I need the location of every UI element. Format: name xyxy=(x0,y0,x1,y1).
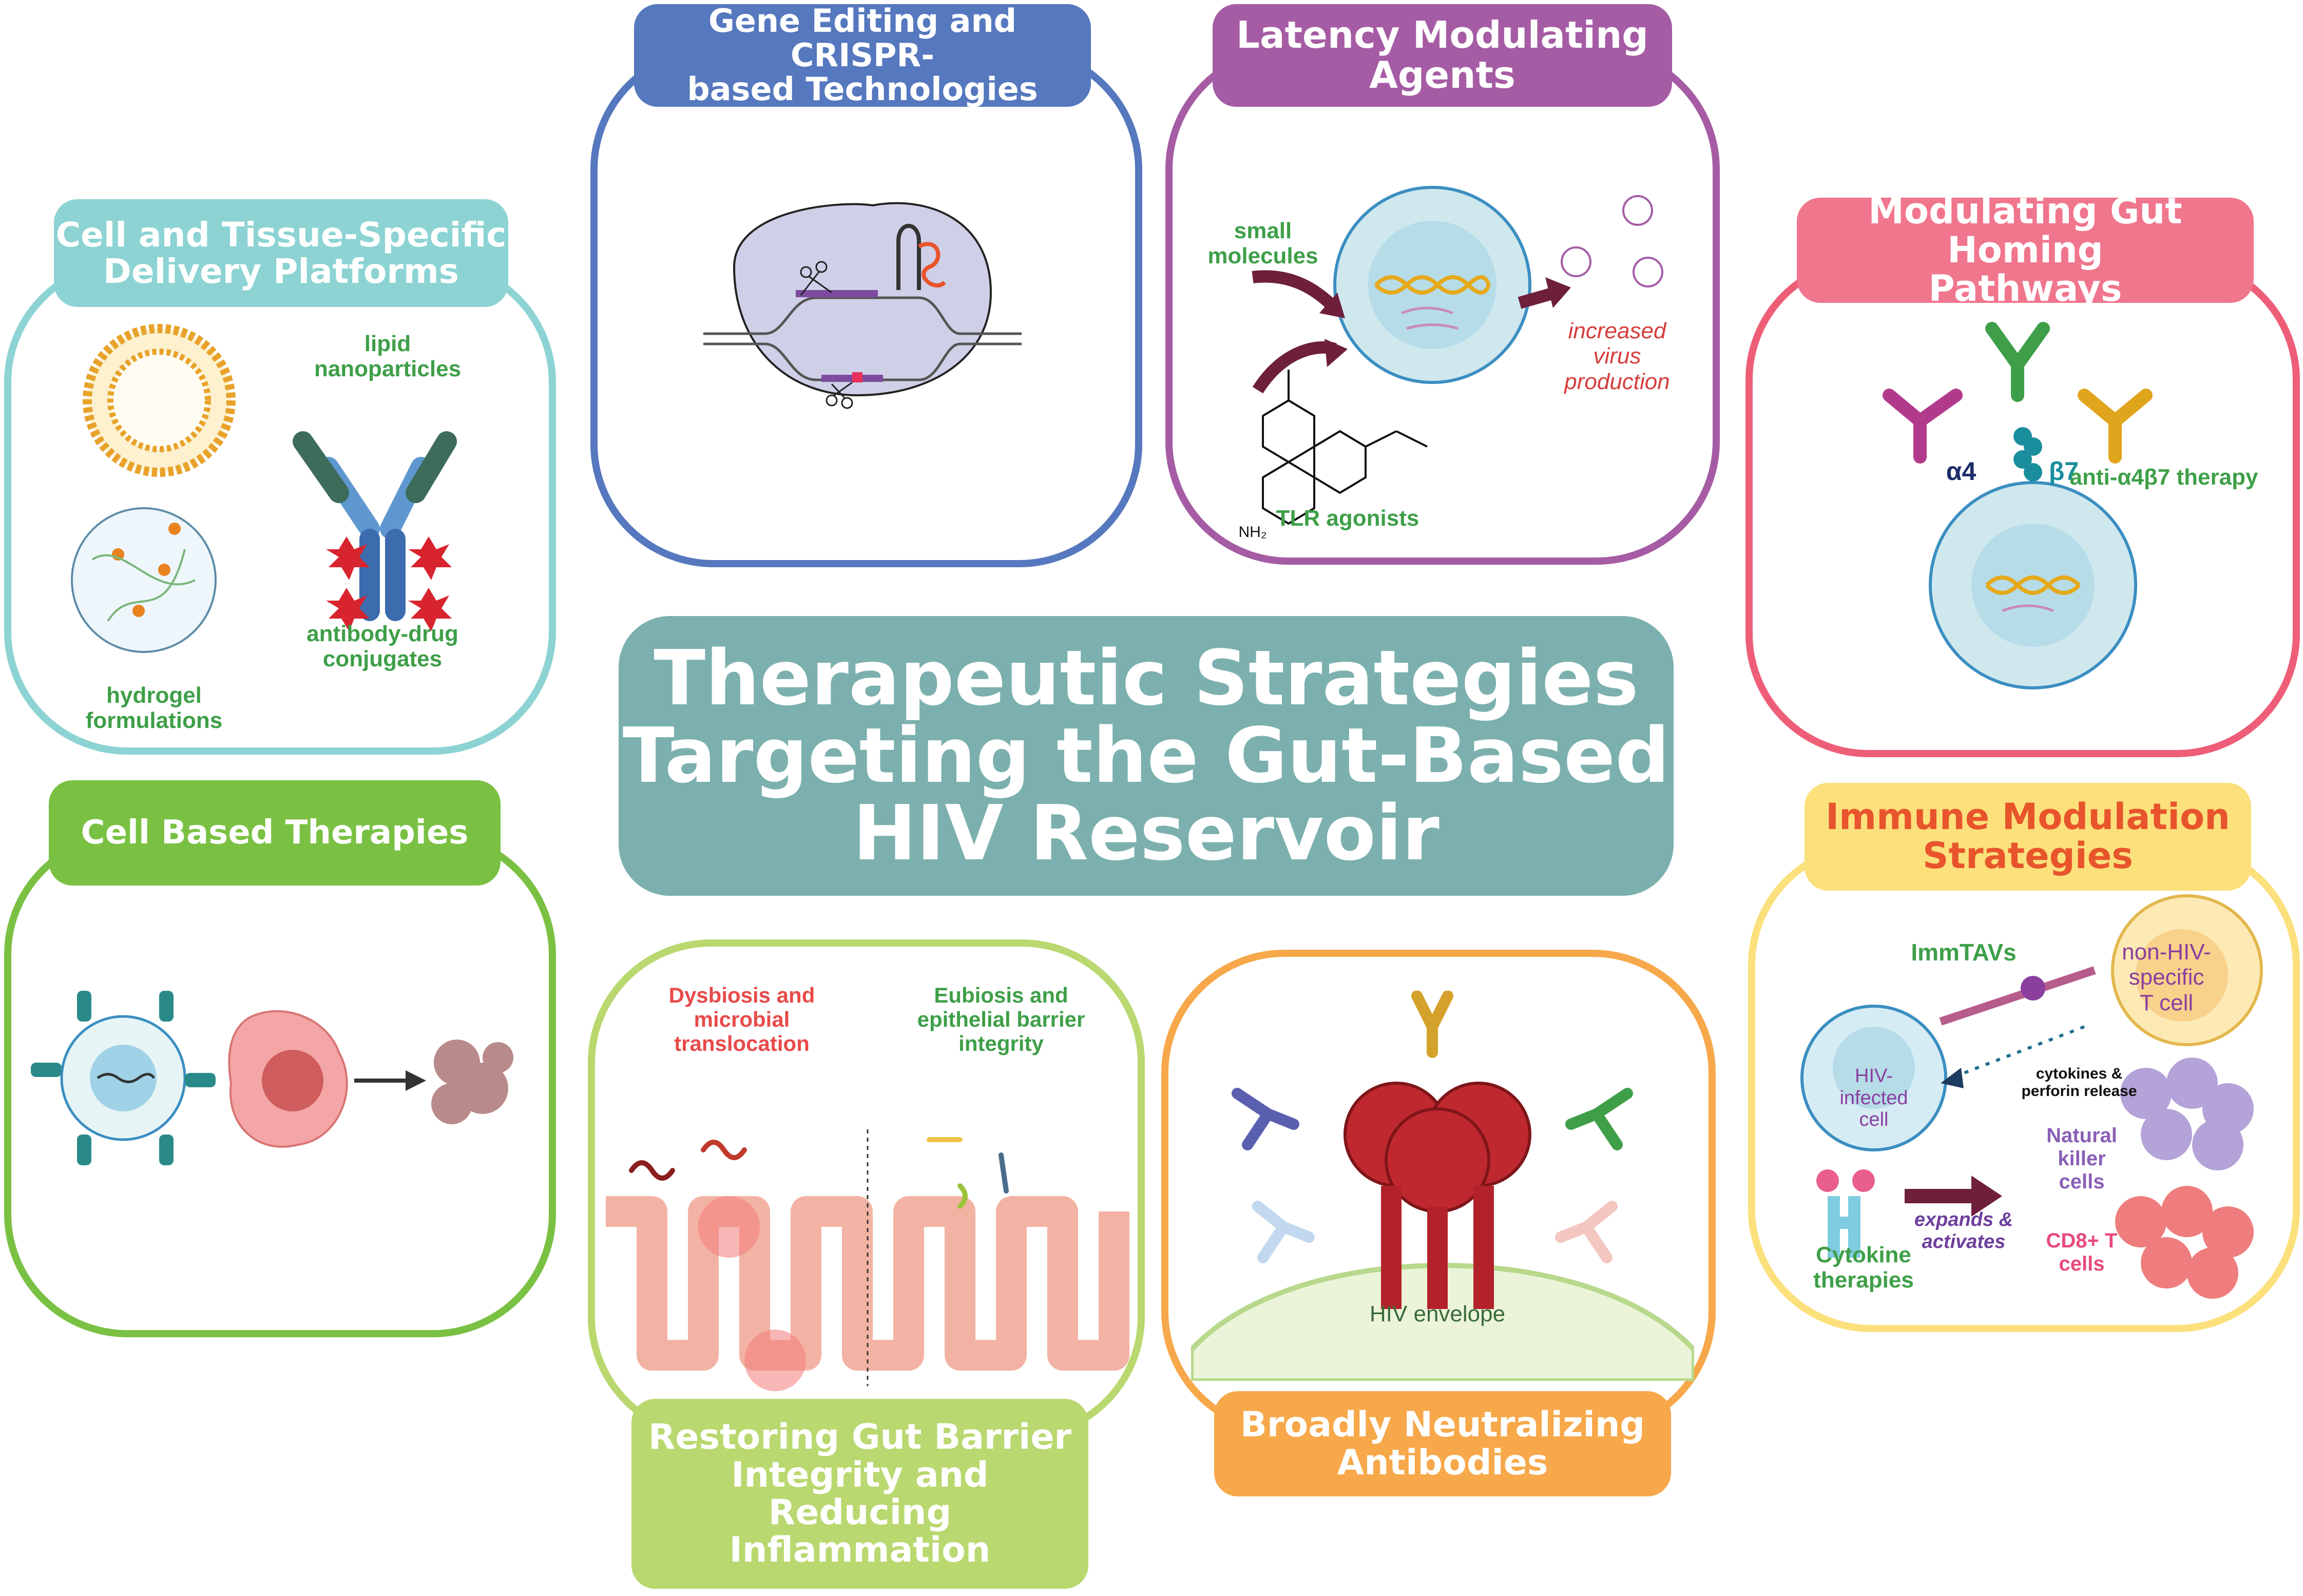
gut-homing-illustration xyxy=(1883,322,2153,689)
delivery-adc-label: antibody-drug conjugates xyxy=(306,621,458,672)
panel-bnab-title: Broadly Neutralizing Antibodies xyxy=(1214,1391,1671,1496)
immune-cd8-label: CD8+ T cells xyxy=(2046,1229,2118,1275)
crispr-illustration xyxy=(703,202,1022,409)
gut-barrier-dysbiosis-label: Dysbiosis and microbial translocation xyxy=(668,983,815,1056)
latency-tlr-agonists-label: TLR agonists xyxy=(1276,506,1419,531)
center-title-box: Therapeutic Strategies Targeting the Gut… xyxy=(619,616,1674,896)
panel-delivery-title: Cell and Tissue-Specific Delivery Platfo… xyxy=(54,199,508,307)
delivery-hydrogel-label: hydrogel formulations xyxy=(85,683,223,734)
bnab-illustration xyxy=(1191,991,1694,1381)
gut-homing-alpha4-label: α4 xyxy=(1946,457,1976,486)
immune-non-hiv-label: non-HIV- specific T cell xyxy=(2122,939,2211,1015)
panel-gut-homing-title: Modulating Gut Homing Pathways xyxy=(1797,191,2254,308)
latency-nh2-label: NH₂ xyxy=(1238,524,1267,541)
immune-expands-label: expands & activates xyxy=(1914,1209,2013,1253)
immune-cytokine-therapies-label: Cytokine therapies xyxy=(1813,1242,1914,1293)
cell-based-illustration xyxy=(31,991,513,1165)
latency-increased-virus-label: increased virus production xyxy=(1564,318,1670,394)
immune-nk-label: Natural killer cells xyxy=(2046,1124,2117,1193)
immune-immtavs-label: ImmTAVs xyxy=(1911,939,2017,966)
panel-cell-based-title: Cell Based Therapies xyxy=(49,780,501,886)
gut-homing-therapy-label: anti-α4β7 therapy xyxy=(2069,465,2258,490)
delivery-illustration xyxy=(71,324,457,653)
panel-gut-barrier-title: Restoring Gut Barrier Integrity and Redu… xyxy=(631,1399,1088,1589)
center-title: Therapeutic Strategies Targeting the Gut… xyxy=(622,634,1670,877)
panel-latency-title: Latency Modulating Agents xyxy=(1213,4,1672,107)
gut-barrier-illustration xyxy=(606,1129,1129,1391)
latency-cell-illustration xyxy=(1252,186,1663,525)
gut-barrier-eubiosis-label: Eubiosis and epithelial barrier integrit… xyxy=(917,983,1085,1056)
delivery-lipid-label: lipid nanoparticles xyxy=(314,331,462,382)
immune-illustration xyxy=(1800,894,2263,1299)
immune-cytokines-release-label: cytokines & perforin release xyxy=(2021,1065,2137,1100)
panel-gene-editing-title: Gene Editing and CRISPR- based Technolog… xyxy=(634,4,1091,107)
immune-hiv-infected-label: HIV- infected cell xyxy=(1839,1065,1908,1131)
panel-immune-title: Immune Modulation Strategies xyxy=(1805,783,2251,891)
latency-small-molecules-label: small molecules xyxy=(1207,218,1318,269)
bnab-envelope-label: HIV envelope xyxy=(1369,1301,1506,1326)
gut-homing-beta7-label: β7 xyxy=(2048,457,2079,486)
